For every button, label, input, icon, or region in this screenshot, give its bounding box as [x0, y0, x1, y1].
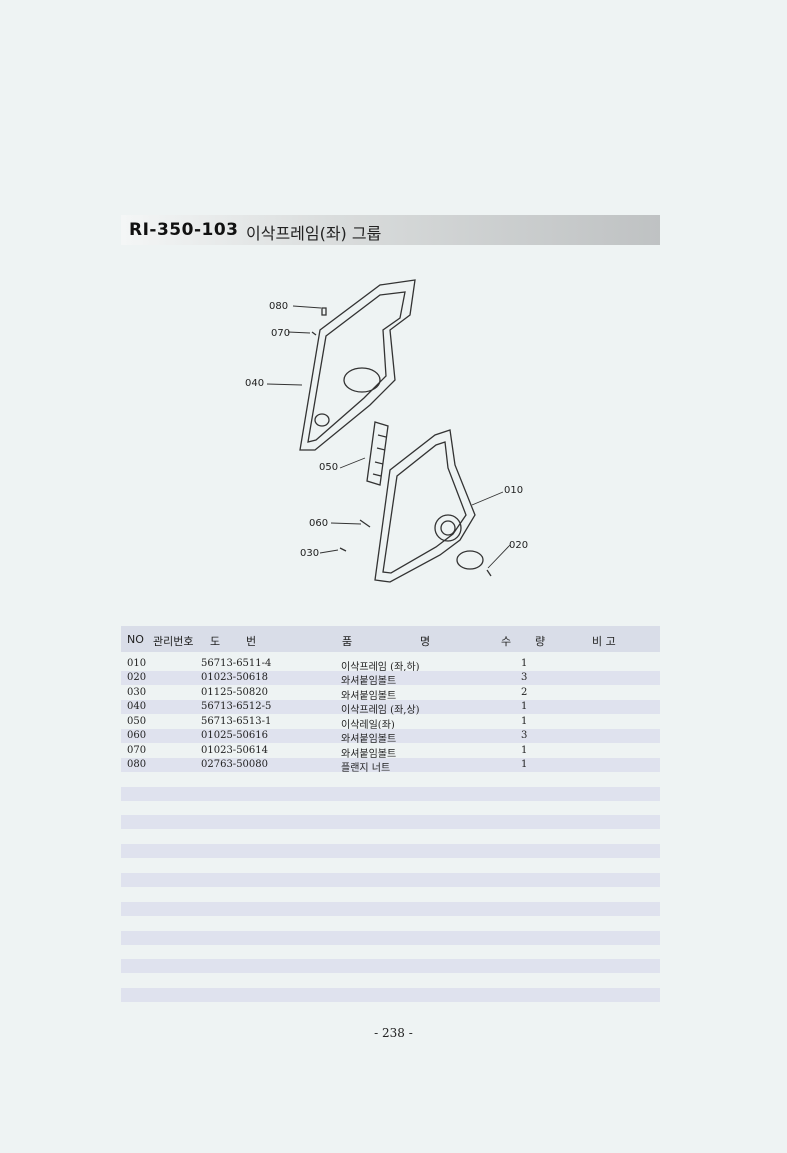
table-row: 030 01125-50820 와셔붙임볼트 2: [121, 686, 660, 702]
cell-qty: 1: [521, 759, 528, 770]
cell-part-name: 와셔붙임볼트: [341, 691, 397, 702]
cell-part-name: 와셔붙임볼트: [341, 676, 397, 687]
cell-part-no: 56713-6512-5: [201, 701, 272, 712]
cell-qty: 1: [521, 745, 528, 756]
table-row: 010 56713-6511-4 이삭프레임 (좌,하) 1: [121, 657, 660, 673]
cell-qty: 1: [521, 701, 528, 712]
cell-qty: 3: [521, 672, 528, 683]
header-qty-2: 량: [535, 635, 546, 648]
empty-table-row: [121, 988, 660, 1002]
diagram-drawing: [266, 279, 511, 583]
empty-table-row: [121, 959, 660, 973]
parts-table-header: NO 관리번호 도 번 품 명 수 량 비 고: [121, 626, 660, 652]
empty-table-row: [121, 902, 660, 916]
group-code: RI-350-103: [129, 220, 239, 240]
table-row: 080 02763-50080 플랜지 너트 1: [121, 758, 660, 774]
table-row: 020 01023-50618 와셔붙임볼트 3: [121, 671, 660, 687]
cell-part-name: 이삭프레임 (좌,상): [341, 705, 420, 716]
cell-no: 030: [127, 687, 147, 698]
header-qty-1: 수: [501, 635, 512, 648]
page-number: - 238 -: [374, 1026, 413, 1040]
title-bar: RI-350-103 이삭프레임(좌) 그룹: [121, 215, 660, 245]
callout-label: 030: [300, 548, 320, 559]
cell-part-no: 02763-50080: [201, 759, 269, 770]
callout-label: 070: [271, 328, 291, 339]
header-mgmt-no: 관리번호: [153, 635, 194, 648]
callout-label: 040: [245, 378, 265, 389]
cell-no: 040: [127, 701, 147, 712]
cell-part-name: 이삭프레임 (좌,하): [341, 662, 420, 673]
cell-no: 070: [127, 745, 147, 756]
cell-part-no: 01125-50820: [201, 687, 269, 698]
header-part-name-1: 품: [342, 635, 353, 648]
cell-part-name: 와셔붙임볼트: [341, 734, 397, 745]
empty-table-row: [121, 787, 660, 801]
header-remark: 비 고: [592, 635, 616, 648]
callout-label: 050: [319, 462, 339, 473]
cell-part-no: 56713-6511-4: [201, 658, 272, 669]
cell-no: 060: [127, 730, 147, 741]
table-row: 040 56713-6512-5 이삭프레임 (좌,상) 1: [121, 700, 660, 716]
table-row: 060 01025-50616 와셔붙임볼트 3: [121, 729, 660, 745]
cell-no: 080: [127, 759, 147, 770]
empty-table-row: [121, 931, 660, 945]
table-row: 070 01023-50614 와셔붙임볼트 1: [121, 744, 660, 760]
cell-no: 050: [127, 716, 147, 727]
cell-no: 020: [127, 672, 147, 683]
group-name: 이삭프레임(좌) 그룹: [246, 224, 382, 243]
cell-part-no: 01023-50618: [201, 672, 269, 683]
header-no: NO: [127, 633, 144, 646]
cell-part-name: 와셔붙임볼트: [341, 749, 397, 760]
cell-part-name: 이삭레일(좌): [341, 720, 395, 731]
header-drawing-no-1: 도: [210, 635, 221, 648]
cell-qty: 3: [521, 730, 528, 741]
exploded-parts-diagram: 080 070 040 050 060 030 010 020: [240, 270, 540, 600]
cell-part-no: 56713-6513-1: [201, 716, 272, 727]
callout-label: 010: [504, 485, 524, 496]
cell-qty: 2: [521, 687, 528, 698]
callout-label: 080: [269, 301, 289, 312]
header-drawing-no-2: 번: [246, 635, 257, 648]
cell-qty: 1: [521, 716, 528, 727]
cell-part-no: 01025-50616: [201, 730, 269, 741]
header-part-name-2: 명: [420, 635, 431, 648]
cell-part-no: 01023-50614: [201, 745, 269, 756]
cell-no: 010: [127, 658, 147, 669]
cell-qty: 1: [521, 658, 528, 669]
cell-part-name: 플랜지 너트: [341, 763, 391, 774]
empty-table-row: [121, 844, 660, 858]
empty-table-row: [121, 873, 660, 887]
callout-label: 020: [509, 540, 529, 551]
callout-label: 060: [309, 518, 329, 529]
table-row: 050 56713-6513-1 이삭레일(좌) 1: [121, 715, 660, 731]
empty-table-row: [121, 815, 660, 829]
